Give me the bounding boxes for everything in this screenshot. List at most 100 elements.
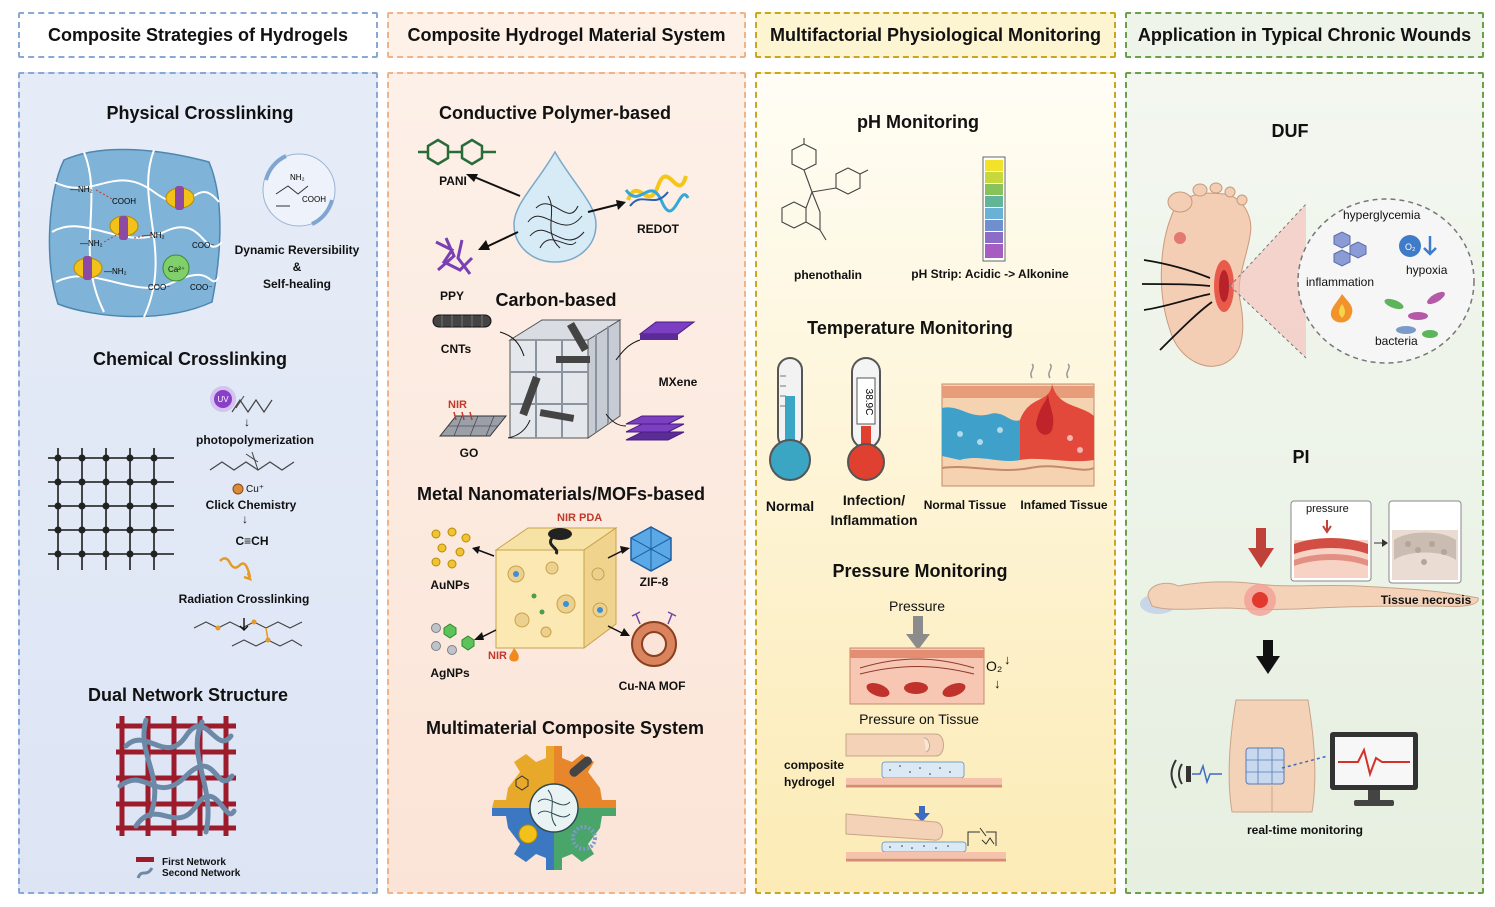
pressure-inset-label: pressure — [1306, 503, 1349, 515]
pi-pressure-arrow — [1248, 528, 1274, 568]
ph-monitoring-title: pH Monitoring — [857, 112, 979, 132]
aunps-label: AuNPs — [430, 578, 470, 592]
normal-thermometer — [769, 357, 811, 481]
chemical-crosslinking-title: Chemical Crosslinking — [92, 349, 288, 369]
finger-on-hydrogel-bottom — [845, 813, 1006, 862]
svg-text:—NH₂: —NH₂ — [80, 239, 103, 248]
first-network-legend-label: First Network — [162, 857, 226, 868]
monomer-structure — [231, 395, 273, 414]
lying-patient-illustration — [1140, 581, 1479, 616]
porous-hydrogel-cube — [494, 527, 618, 649]
aunps-cluster — [431, 527, 471, 569]
col1-header: Composite Strategies of Hydrogels — [18, 12, 378, 58]
tissue-compression-inset — [1290, 500, 1372, 582]
col4-header-text: Application in Typical Chronic Wounds — [1137, 24, 1472, 45]
o2-down-arrow-1: ↓ — [1004, 652, 1011, 667]
pani-structure — [418, 138, 496, 166]
svg-text:—NH₂: —NH₂ — [70, 185, 93, 194]
arrow-to-zif8 — [607, 546, 630, 559]
carbon-hydrogel-cube — [508, 319, 622, 439]
ph-strip-label: pH Strip: Acidic -> Alkonine — [911, 267, 1069, 281]
redot-label: REDOT — [637, 222, 679, 236]
hydrogel-droplet — [513, 150, 597, 263]
finger-on-hydrogel-top — [845, 733, 1002, 788]
thermometer-reading: 38.9C — [863, 389, 874, 416]
self-healing-label: Self-healing — [262, 277, 332, 291]
copper-catalyst-icon — [232, 483, 244, 495]
arrow-to-necrosis — [1374, 539, 1388, 547]
multimaterial-title: Multimaterial Composite System — [425, 718, 705, 738]
phenolphthalein-structure — [781, 138, 869, 241]
press-down-arrow — [914, 806, 930, 822]
physical-network-illustration: Ca²⁺ —NH₂ COOH —NH₂ —NH₂ —NH₂ COO⁻ COO⁻ … — [48, 148, 223, 318]
nir-label-metal: NIR — [488, 650, 507, 662]
ampersand-label: & — [292, 260, 302, 274]
dynamic-reversibility-molecule: NH₂ COOH — [262, 153, 336, 227]
infection-label: Infection/ — [842, 492, 906, 508]
svg-text:COO⁻: COO⁻ — [190, 283, 212, 292]
go-sheet-structure — [438, 411, 508, 437]
ppy-label: PPY — [439, 289, 465, 303]
down-arrow-1: ↓ — [244, 415, 250, 429]
pressured-tissue-illustration — [849, 647, 985, 705]
dual-network-title: Dual Network Structure — [87, 685, 289, 705]
cnt-structure — [432, 314, 492, 328]
wireless-signal-icon — [1170, 759, 1222, 789]
hypoxia-label: hypoxia — [1406, 263, 1448, 277]
col2-header-text: Composite Hydrogel Material System — [407, 24, 726, 45]
col3-header-text: Multifactorial Physiological Monitoring — [769, 24, 1101, 45]
zif8-structure — [630, 526, 672, 572]
radiation-crosslinking-label: Radiation Crosslinking — [178, 592, 310, 606]
second-network-legend-icon — [136, 867, 154, 879]
arrow-to-pani — [466, 174, 521, 197]
mxene-structure-bottom — [625, 415, 685, 441]
nir-pda-text: NIR PDA — [557, 512, 603, 524]
svg-text:COOH: COOH — [302, 195, 326, 204]
tissue-necrosis-label: Tissue necrosis — [1380, 593, 1472, 607]
svg-text:—NH₂: —NH₂ — [142, 231, 165, 240]
polymer-chain-structure — [209, 451, 295, 471]
pressure-monitoring-title: Pressure Monitoring — [832, 561, 1008, 581]
patient-body-with-sensor — [1228, 699, 1316, 813]
zif8-label: ZIF-8 — [639, 575, 669, 589]
second-network-legend-label: Second Network — [162, 868, 241, 879]
monitor-icon — [1330, 732, 1418, 806]
hyperglycemia-label: hyperglycemia — [1343, 208, 1421, 222]
o2-label-duf: O₂ — [1405, 242, 1416, 252]
svg-text:NH₂: NH₂ — [290, 173, 305, 182]
col4-header: Application in Typical Chronic Wounds — [1125, 12, 1484, 58]
bacteria-label: bacteria — [1375, 334, 1418, 348]
down-arrow-2: ↓ — [242, 512, 248, 526]
arrow-to-agnps — [474, 629, 497, 640]
flame-icon-metal — [509, 648, 519, 662]
mxene-structure-top — [638, 321, 696, 340]
duf-title: DUF — [1271, 121, 1309, 141]
dual-network-illustration — [116, 716, 237, 836]
necrosis-inset — [1388, 500, 1462, 584]
copper-catalyst-label: Cu⁺ — [246, 484, 265, 495]
uv-icon: UV — [210, 386, 236, 412]
col2-header: Composite Hydrogel Material System — [387, 12, 746, 58]
ph-strip — [982, 156, 1006, 262]
dynamic-reversibility-label: Dynamic Reversibility — [234, 243, 360, 257]
col1-header-text: Composite Strategies of Hydrogels — [47, 24, 349, 45]
connector-mxene-bottom — [605, 413, 627, 427]
normal-label: Normal — [765, 498, 815, 514]
fever-thermometer: 38.9C — [847, 357, 885, 481]
inflamed-tissue-label: Infamed Tissue — [1020, 498, 1108, 512]
pi-title: PI — [1292, 447, 1310, 467]
cnts-label: CNTs — [440, 342, 472, 356]
ppy-structure — [435, 237, 474, 275]
photopolymerization-label: photopolymerization — [196, 433, 314, 447]
svg-text:—NH₂: —NH₂ — [104, 267, 127, 276]
crosslinked-grid-illustration — [48, 448, 174, 570]
alkyne-label: C≡CH — [235, 534, 269, 548]
arrow-to-aunps — [472, 546, 495, 557]
svg-text:COO⁻: COO⁻ — [192, 241, 214, 250]
big-down-arrow — [1256, 640, 1280, 674]
agnps-label: AgNPs — [430, 666, 470, 680]
first-network-legend-icon — [136, 857, 154, 862]
svg-text:COO⁻: COO⁻ — [148, 283, 170, 292]
real-time-monitoring-label: real-time monitoring — [1246, 823, 1364, 837]
inflammation-duf-label: inflammation — [1306, 275, 1375, 289]
